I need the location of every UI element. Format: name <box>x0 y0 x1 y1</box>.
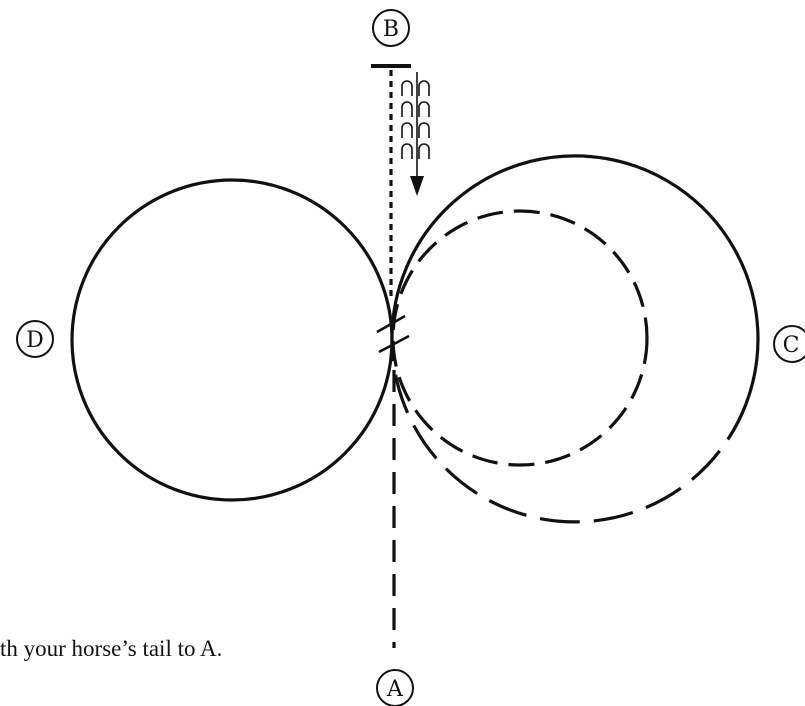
marker-a-label: A <box>386 677 404 702</box>
circle-right-dashed <box>390 341 748 524</box>
marker-d: D <box>16 320 54 358</box>
marker-b: B <box>372 9 410 47</box>
circle-left <box>70 178 394 502</box>
hoof-prints-icon <box>401 80 430 159</box>
marker-c: C <box>773 325 805 363</box>
marker-a: A <box>376 669 414 706</box>
marker-c-label: C <box>783 333 800 358</box>
direction-arrow-icon <box>410 72 424 196</box>
caption-text: th your horse’s tail to A. <box>0 636 222 661</box>
marker-a-ring <box>376 669 414 706</box>
marker-c-ring <box>773 325 805 363</box>
marker-d-label: D <box>26 328 44 353</box>
inner-dashed-circle <box>391 209 649 467</box>
marker-b-label: B <box>383 17 399 42</box>
marker-b-ring <box>372 9 410 47</box>
crossing-marks <box>376 314 410 354</box>
circle-right-solid <box>390 154 760 405</box>
marker-d-ring <box>16 320 54 358</box>
